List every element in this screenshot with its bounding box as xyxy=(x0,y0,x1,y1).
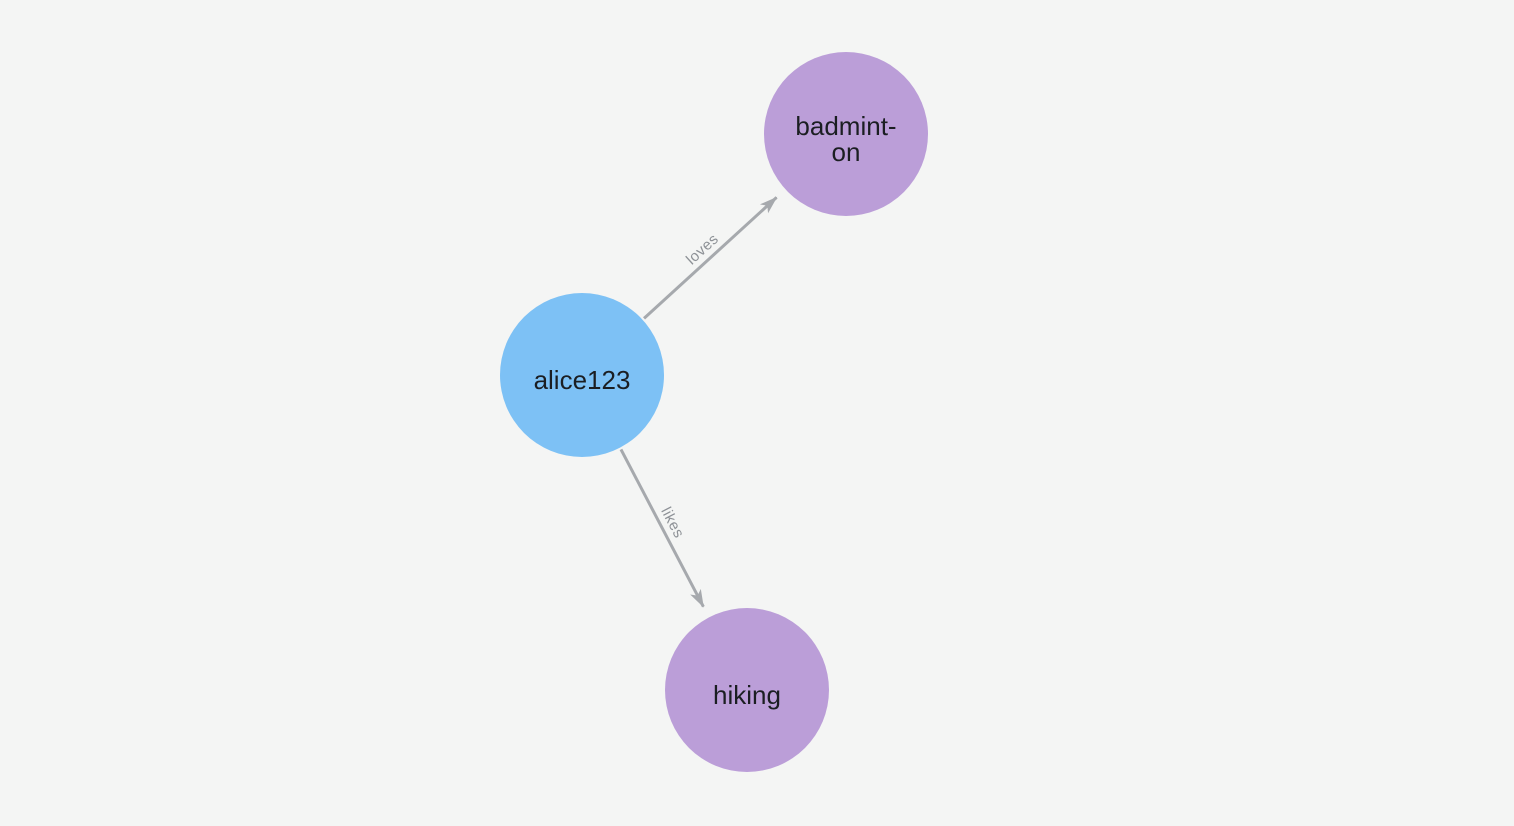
node-circle[interactable] xyxy=(764,52,928,216)
graph-edge-loves[interactable]: loves xyxy=(643,196,778,320)
graph-node-badminton[interactable]: badmint-on xyxy=(764,52,928,216)
graph-edge-likes[interactable]: likes xyxy=(619,448,705,608)
graph-node-hiking[interactable]: hiking xyxy=(665,608,829,772)
node-circle[interactable] xyxy=(665,608,829,772)
nodes-layer: alice123 badmint-on hiking xyxy=(500,52,928,772)
edge-line[interactable] xyxy=(619,448,705,608)
edge-label: likes xyxy=(657,504,687,541)
edge-label: loves xyxy=(683,230,722,268)
edge-line[interactable] xyxy=(643,196,778,320)
graph-node-alice123[interactable]: alice123 xyxy=(500,293,664,457)
node-circle[interactable] xyxy=(500,293,664,457)
